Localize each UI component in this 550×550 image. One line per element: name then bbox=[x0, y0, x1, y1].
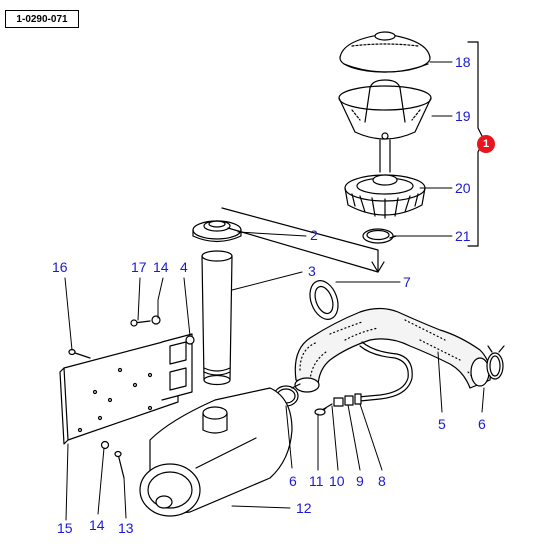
bolt-13-part bbox=[114, 450, 125, 479]
callout-20[interactable]: 20 bbox=[455, 180, 471, 196]
callout-6-left[interactable]: 6 bbox=[289, 473, 297, 489]
callout-2[interactable]: 2 bbox=[310, 227, 318, 243]
muffler-part bbox=[139, 387, 293, 517]
callout-19[interactable]: 19 bbox=[455, 108, 471, 124]
mounting-plate-part bbox=[59, 333, 193, 445]
callout-3[interactable]: 3 bbox=[308, 263, 316, 279]
callout-11[interactable]: 11 bbox=[309, 473, 324, 489]
callout-14-bottom[interactable]: 14 bbox=[89, 517, 105, 533]
group-badge[interactable]: 1 bbox=[477, 135, 495, 153]
callout-12[interactable]: 12 bbox=[296, 500, 312, 516]
clamp-ring-21-part bbox=[362, 228, 397, 244]
callout-14-top[interactable]: 14 bbox=[153, 259, 169, 275]
reference-code: 1-0290-071 bbox=[5, 10, 79, 28]
callout-15[interactable]: 15 bbox=[57, 520, 73, 536]
callout-5[interactable]: 5 bbox=[438, 416, 446, 432]
callout-8[interactable]: 8 bbox=[378, 473, 386, 489]
bolt-16-part bbox=[68, 348, 91, 359]
hose-clamp-right-part bbox=[486, 345, 505, 380]
bolt-17-part bbox=[130, 315, 161, 327]
callout-17[interactable]: 17 bbox=[131, 259, 147, 275]
nut-4-part bbox=[185, 335, 195, 345]
rubber-hose-part bbox=[294, 307, 491, 393]
callout-6-right[interactable]: 6 bbox=[478, 416, 486, 432]
intake-pipe-part bbox=[201, 250, 233, 386]
callout-4[interactable]: 4 bbox=[180, 259, 188, 275]
flange-part bbox=[192, 220, 242, 243]
callout-16[interactable]: 16 bbox=[52, 259, 68, 275]
fan-element-part bbox=[344, 174, 426, 219]
dust-bowl-part bbox=[338, 79, 432, 140]
callout-21[interactable]: 21 bbox=[455, 228, 471, 244]
gasket-part bbox=[309, 280, 339, 320]
callout-7[interactable]: 7 bbox=[403, 274, 411, 290]
callout-9[interactable]: 9 bbox=[356, 473, 364, 489]
valve-fittings-part bbox=[314, 393, 362, 416]
callout-13[interactable]: 13 bbox=[118, 520, 134, 536]
callout-10[interactable]: 10 bbox=[329, 473, 345, 489]
nut-14b-part bbox=[100, 440, 110, 450]
callout-18[interactable]: 18 bbox=[455, 54, 471, 70]
precleaner-cap-part bbox=[339, 31, 431, 73]
